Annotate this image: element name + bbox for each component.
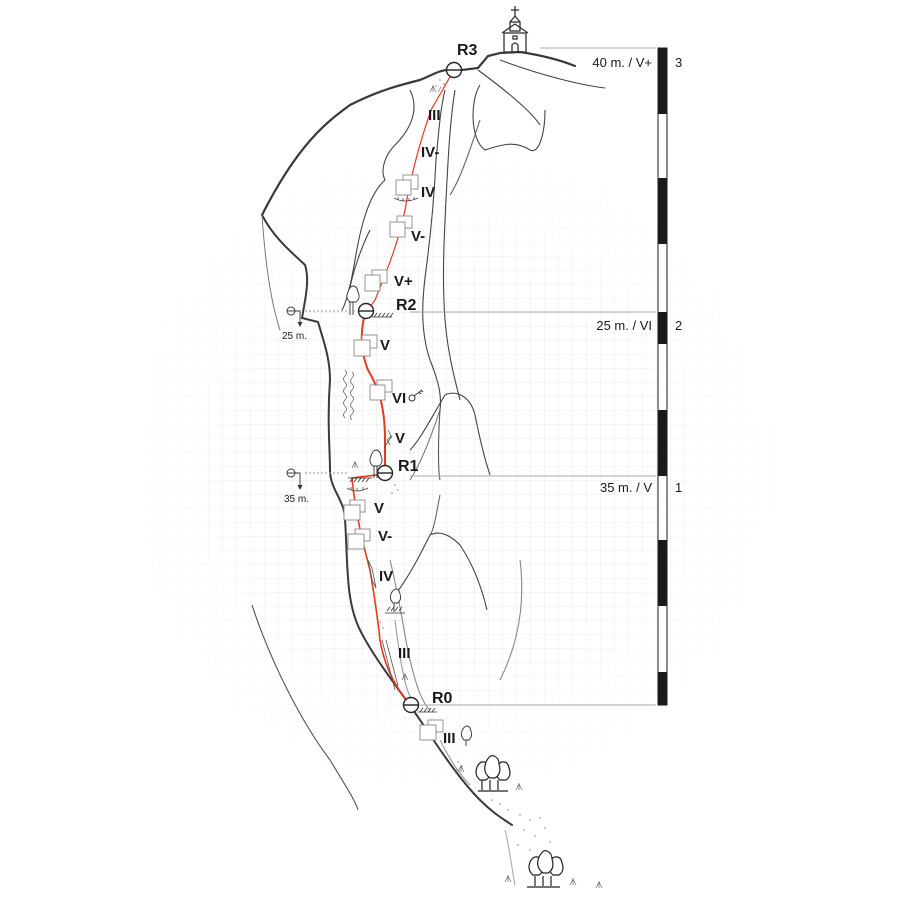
pitch-number-3: 3 — [675, 55, 683, 70]
ledge-icon-r1 — [348, 477, 372, 483]
belay-label-r1: R1 — [398, 458, 419, 475]
route-line — [351, 71, 454, 706]
rappel-label-25: 25 m. — [282, 331, 308, 342]
chapel-icon — [501, 6, 529, 53]
belay-anchor-icon-r3 — [445, 61, 463, 79]
rappel-icon-35 — [286, 468, 348, 491]
wave-icon — [343, 369, 354, 421]
pitch-info-2: 25 m. / VI — [596, 318, 652, 333]
pitch-lines — [410, 47, 656, 706]
grade-label: V+ — [394, 273, 413, 290]
grade-label: V — [374, 500, 385, 517]
ledge-icon-r0 — [418, 707, 437, 713]
pitch-info-3: 40 m. / V+ — [592, 55, 652, 70]
tree-icons — [346, 285, 473, 746]
ledge-icon-r2 — [372, 312, 394, 318]
grade-label: IV — [421, 184, 436, 201]
forest-icons — [475, 755, 564, 888]
grade-label: III — [428, 107, 441, 124]
belay-label-r3: R3 — [457, 42, 478, 59]
belay-label-r2: R2 — [396, 297, 417, 314]
tree-icon-mid — [389, 588, 402, 612]
belay-anchors — [357, 61, 463, 714]
rappel-icons — [286, 306, 355, 491]
scale-bar — [657, 47, 668, 706]
rock-features — [251, 59, 606, 886]
belay-anchor-icon-r1 — [376, 464, 394, 482]
grade-label: VI — [392, 390, 407, 407]
rappel-icon-25 — [286, 306, 355, 328]
background-grid — [110, 130, 790, 810]
grade-label: IV — [379, 568, 394, 585]
grade-label: V- — [378, 528, 393, 545]
key-icon — [408, 389, 424, 402]
grade-label: V — [380, 337, 391, 354]
roof-icons — [346, 197, 419, 492]
rock-outline — [260, 50, 577, 826]
grade-label: III — [398, 645, 411, 662]
tree-icon-r0 — [460, 725, 473, 746]
pitch-info-1: 35 m. / V — [599, 480, 652, 495]
tree-icon-r2 — [346, 285, 360, 315]
grade-label: V- — [411, 228, 426, 245]
belay-anchor-icon-r2 — [357, 302, 375, 320]
grade-label: III — [443, 730, 456, 747]
pitch-number-2: 2 — [675, 318, 683, 333]
ledge-icon-mid — [385, 606, 405, 614]
ledge-icons — [348, 312, 437, 713]
pitch-number-1: 1 — [675, 480, 683, 495]
scree-icons — [379, 79, 551, 851]
crack-icons — [367, 429, 399, 691]
tree-icon-r1 — [369, 449, 383, 478]
rappel-label-35: 35 m. — [284, 494, 310, 505]
forest-icon-2 — [527, 850, 564, 888]
grade-label: IV- — [421, 144, 440, 161]
grass-icons — [351, 85, 603, 889]
grade-label: V — [395, 430, 406, 447]
forest-icon-1 — [475, 755, 511, 792]
belay-label-r0: R0 — [432, 690, 453, 707]
belay-anchor-icon-r0 — [402, 696, 420, 714]
block-icons — [343, 174, 444, 741]
